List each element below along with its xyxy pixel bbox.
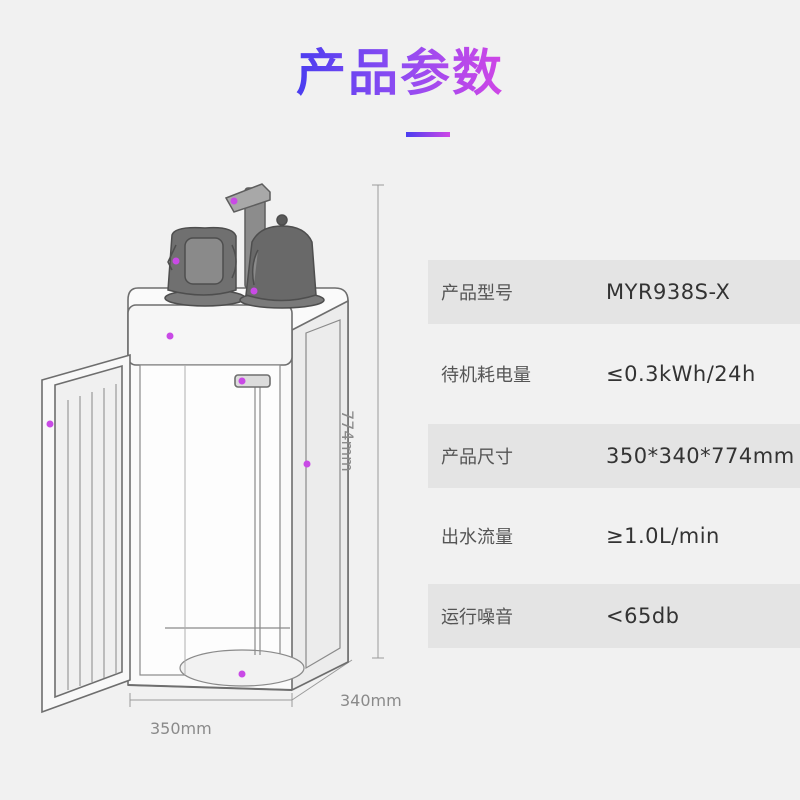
depth-dimension-label: 340mm — [340, 691, 402, 710]
spec-row-flow-rate: 出水流量 ≥1.0L/min — [428, 504, 800, 568]
spec-value: 350*340*774mm — [606, 444, 795, 468]
page-title: 产品参数 — [0, 38, 800, 108]
dimension-lines — [129, 184, 384, 707]
spec-value: ≥1.0L/min — [606, 524, 720, 548]
width-dimension-label: 350mm — [150, 719, 212, 738]
left-kettle — [164, 226, 246, 307]
spec-label: 产品尺寸 — [441, 447, 513, 468]
spec-value: ≤0.3kWh/24h — [606, 362, 756, 386]
spec-value: <65db — [606, 604, 680, 628]
title-underline — [406, 132, 450, 137]
cabinet — [127, 287, 349, 692]
page-title-text: 产品参数 — [296, 44, 504, 102]
right-kettle — [239, 214, 325, 309]
cabinet-door — [41, 353, 131, 714]
water-dispenser-illustration — [0, 183, 384, 714]
spec-row-model: 产品型号 MYR938S-X — [428, 260, 800, 324]
spec-row-standby-power: 待机耗电量 ≤0.3kWh/24h — [428, 342, 800, 406]
spec-label: 出水流量 — [441, 527, 513, 548]
height-dimension-label: 774mm — [338, 410, 357, 472]
spec-row-size: 产品尺寸 350*340*774mm — [428, 424, 800, 488]
spec-value: MYR938S-X — [606, 280, 731, 304]
callout-lines — [0, 200, 307, 675]
spec-row-noise: 运行噪音 <65db — [428, 584, 800, 648]
spec-label: 运行噪音 — [441, 607, 513, 628]
spec-label: 待机耗电量 — [441, 365, 531, 386]
spec-label: 产品型号 — [441, 283, 513, 304]
callout-dots — [46, 197, 311, 678]
